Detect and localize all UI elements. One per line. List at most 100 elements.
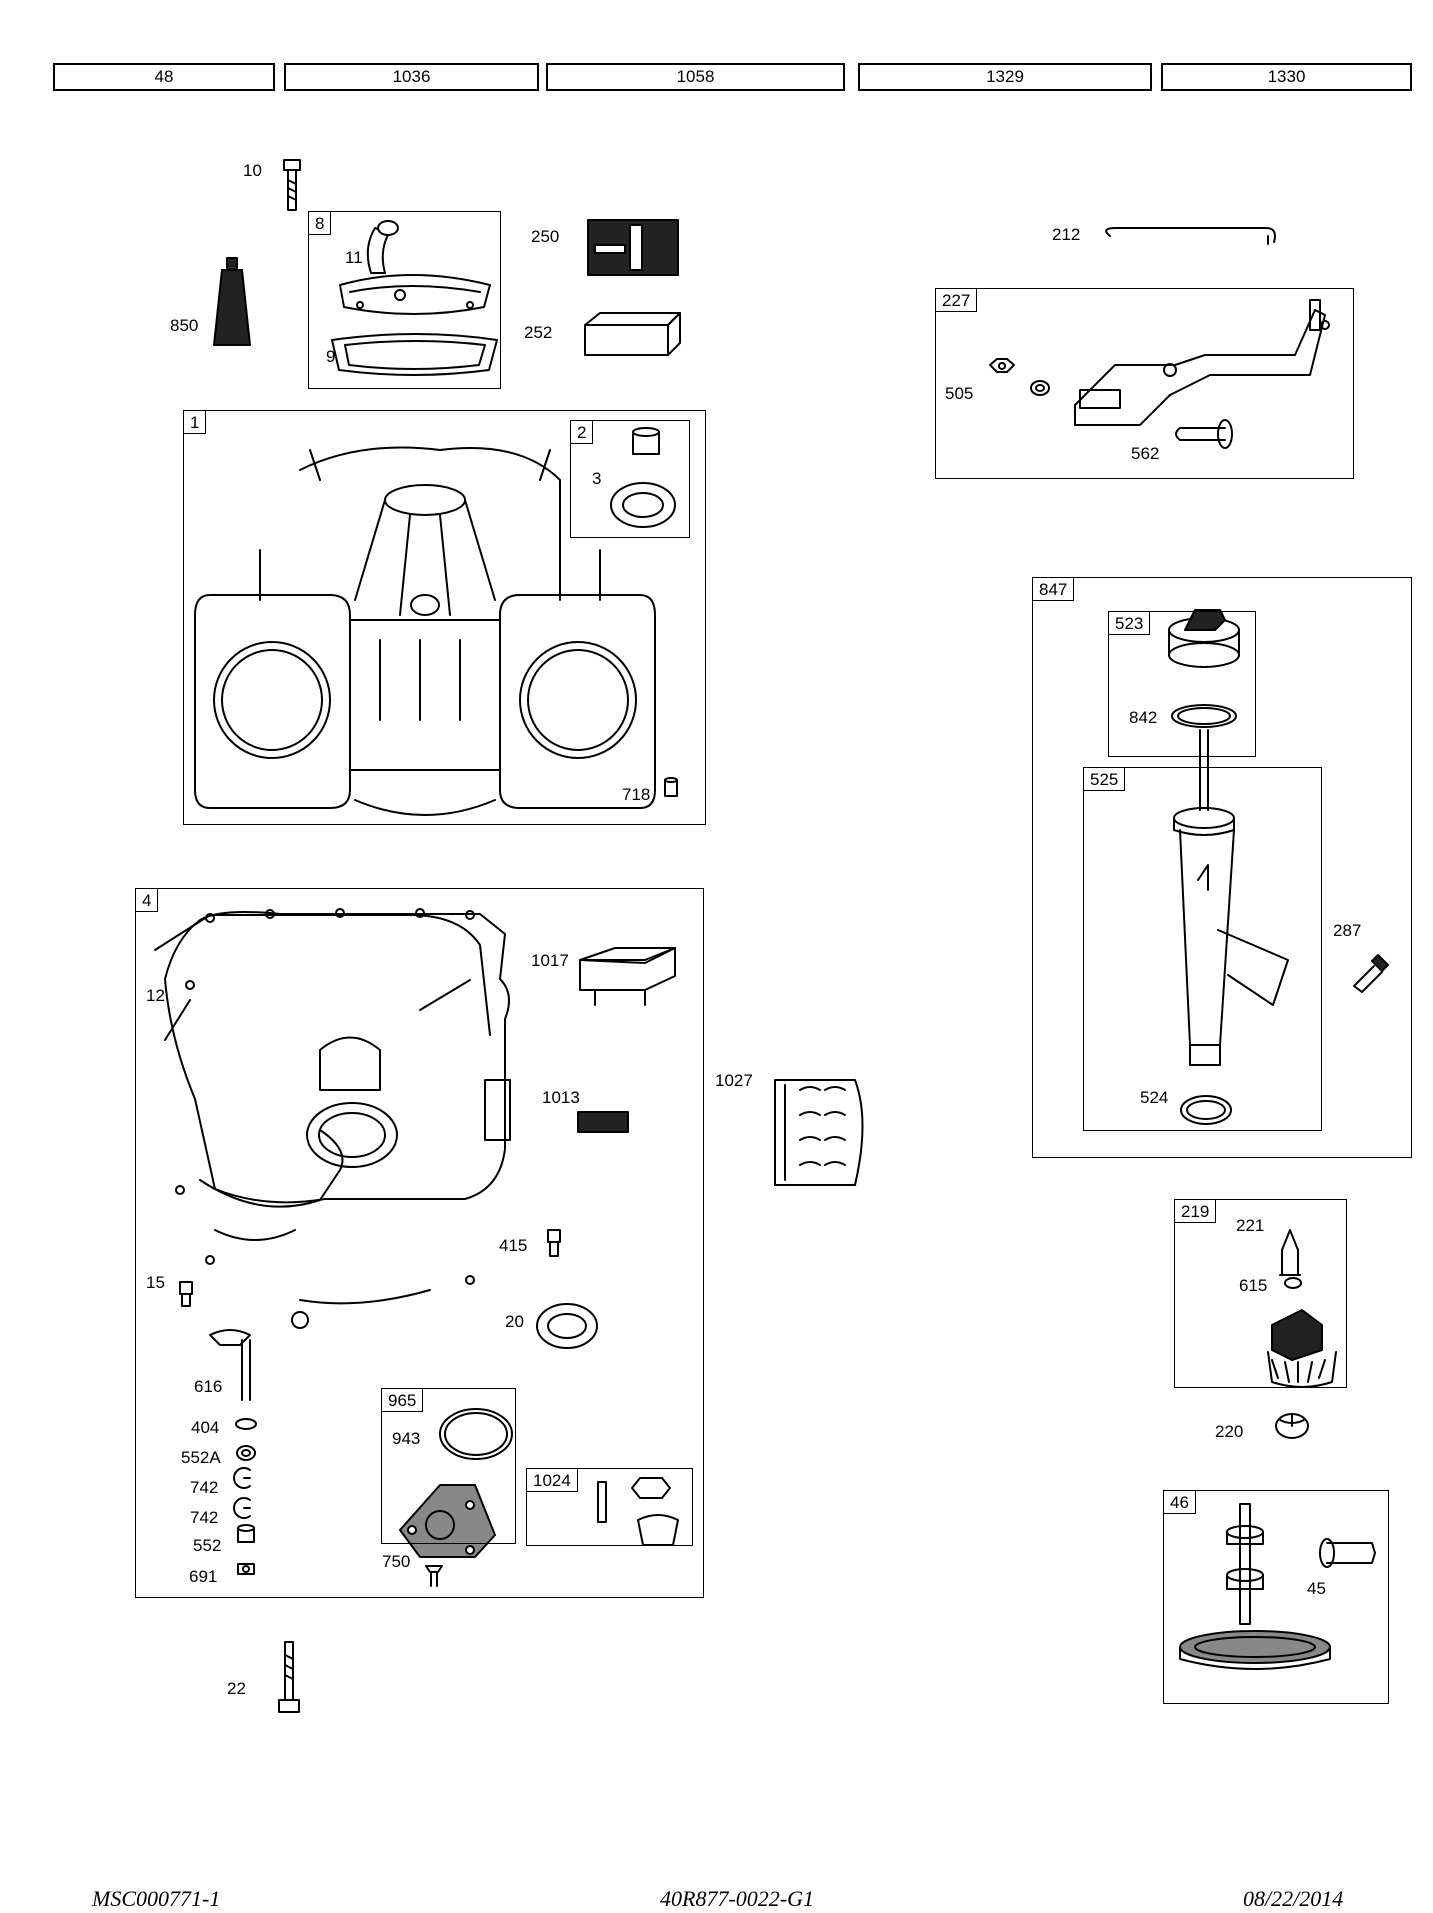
oil-filter-1027-icon (774, 1079, 864, 1186)
label-850: 850 (170, 316, 199, 335)
box-965: 965 (381, 1388, 516, 1544)
box-tag-847: 847 (1033, 578, 1075, 601)
ref-box-1036: 1036 (284, 63, 539, 91)
ref-box-1329: 1329 (858, 63, 1152, 91)
seal-3-icon (610, 482, 676, 528)
label-1017: 1017 (531, 951, 569, 970)
cup-220-icon (1275, 1413, 1309, 1439)
cylinder-block-icon (194, 446, 656, 816)
box-tag-219: 219 (1175, 1200, 1217, 1223)
label-943: 943 (392, 1429, 421, 1448)
nut-691-icon (237, 1563, 255, 1575)
label-842: 842 (1129, 708, 1158, 727)
box-4: 4 (135, 888, 704, 1598)
dowel-718-icon (664, 777, 678, 797)
footer-drawing-number: 40R877-0022-G1 (660, 1886, 814, 1911)
label-718: 718 (622, 785, 651, 804)
breather-cover-icon (339, 274, 491, 315)
label-742b: 742 (190, 1508, 219, 1527)
label-221: 221 (1236, 1216, 1265, 1235)
label-252: 252 (524, 323, 553, 342)
box-2: 2 (570, 420, 690, 538)
label-552: 552 (193, 1536, 222, 1555)
box-tag-2: 2 (571, 421, 594, 444)
label-1013: 1013 (542, 1088, 580, 1107)
label-3: 3 (592, 469, 602, 488)
washer-404-icon (235, 1418, 257, 1430)
label-287: 287 (1333, 921, 1362, 940)
sealant-tube-icon (213, 257, 251, 346)
label-11: 11 (345, 248, 363, 267)
label-9: 9 (326, 347, 336, 366)
pre-cleaner-252-icon (584, 312, 681, 356)
box-1: 1 (183, 410, 706, 825)
label-45: 45 (1307, 1579, 1326, 1598)
washer-615-icon (1284, 1277, 1302, 1289)
filter-adapter-1017-icon (579, 947, 676, 1006)
label-742a: 742 (190, 1478, 219, 1497)
label-20: 20 (505, 1312, 524, 1331)
washer-icon (1030, 380, 1050, 396)
label-10: 10 (243, 161, 262, 180)
gasket-9-icon (331, 333, 498, 376)
o-ring-842-icon (1171, 704, 1237, 728)
plug-15-icon (179, 1281, 193, 1307)
bolt-22-icon (278, 1641, 300, 1713)
plug-415-icon (547, 1229, 561, 1257)
label-615: 615 (1239, 1276, 1268, 1295)
washer-552A-icon (236, 1445, 256, 1461)
box-227: 227 (935, 288, 1354, 479)
label-404: 404 (191, 1418, 220, 1437)
dipstick-cap-icon (1168, 609, 1240, 668)
screen-1013-icon (577, 1111, 629, 1133)
label-415: 415 (499, 1236, 528, 1255)
dipstick-rod-icon (1199, 729, 1209, 811)
footer-date: 08/22/2014 (1243, 1886, 1344, 1911)
box-8: 8 (308, 211, 501, 389)
bolt-10-icon (283, 159, 301, 211)
oil-pump-cover-icon (399, 1484, 496, 1558)
nut-505-icon (989, 358, 1015, 373)
footer-document-id: MSC000771-1 (92, 1886, 221, 1911)
ref-box-1058: 1058 (546, 63, 845, 91)
dipstick-tube-icon (1173, 807, 1289, 1066)
box-tag-1024: 1024 (527, 1469, 578, 1492)
bolt-562-icon (1175, 419, 1233, 449)
label-524: 524 (1140, 1088, 1169, 1107)
label-1027: 1027 (715, 1071, 753, 1090)
box-tag-227: 227 (936, 289, 978, 312)
label-552A: 552A (181, 1448, 221, 1467)
pin-icon (597, 1481, 607, 1523)
air-filter-250-icon (587, 219, 679, 276)
box-847: 847 (1032, 577, 1412, 1158)
box-tag-4: 4 (136, 889, 159, 912)
box-tag-525: 525 (1084, 768, 1126, 791)
pin-45-icon (1319, 1538, 1376, 1568)
box-tag-523: 523 (1109, 612, 1151, 635)
o-ring-524-icon (1180, 1095, 1232, 1125)
bushing-552-icon (237, 1524, 255, 1543)
label-691: 691 (189, 1567, 218, 1586)
camshaft-icon (1179, 1503, 1331, 1670)
clip-742b-icon (233, 1497, 251, 1519)
rotor-icon (631, 1477, 679, 1546)
label-750: 750 (382, 1552, 411, 1571)
label-250: 250 (531, 227, 560, 246)
gasket-943-icon (439, 1408, 513, 1460)
label-562: 562 (1131, 444, 1160, 463)
box-525: 525 (1083, 767, 1322, 1131)
box-tag-46: 46 (1164, 1491, 1196, 1514)
label-12: 12 (146, 986, 165, 1005)
label-505: 505 (945, 384, 974, 403)
label-616: 616 (194, 1377, 223, 1396)
link-212-icon (1105, 227, 1276, 245)
box-46: 46 (1163, 1490, 1389, 1704)
control-bracket-icon (1074, 299, 1330, 426)
ref-box-1330: 1330 (1161, 63, 1412, 91)
label-212: 212 (1052, 225, 1081, 244)
label-22: 22 (227, 1679, 246, 1698)
screw-750-icon (425, 1565, 443, 1587)
clip-742a-icon (233, 1467, 251, 1489)
seal-20-icon (536, 1303, 598, 1349)
